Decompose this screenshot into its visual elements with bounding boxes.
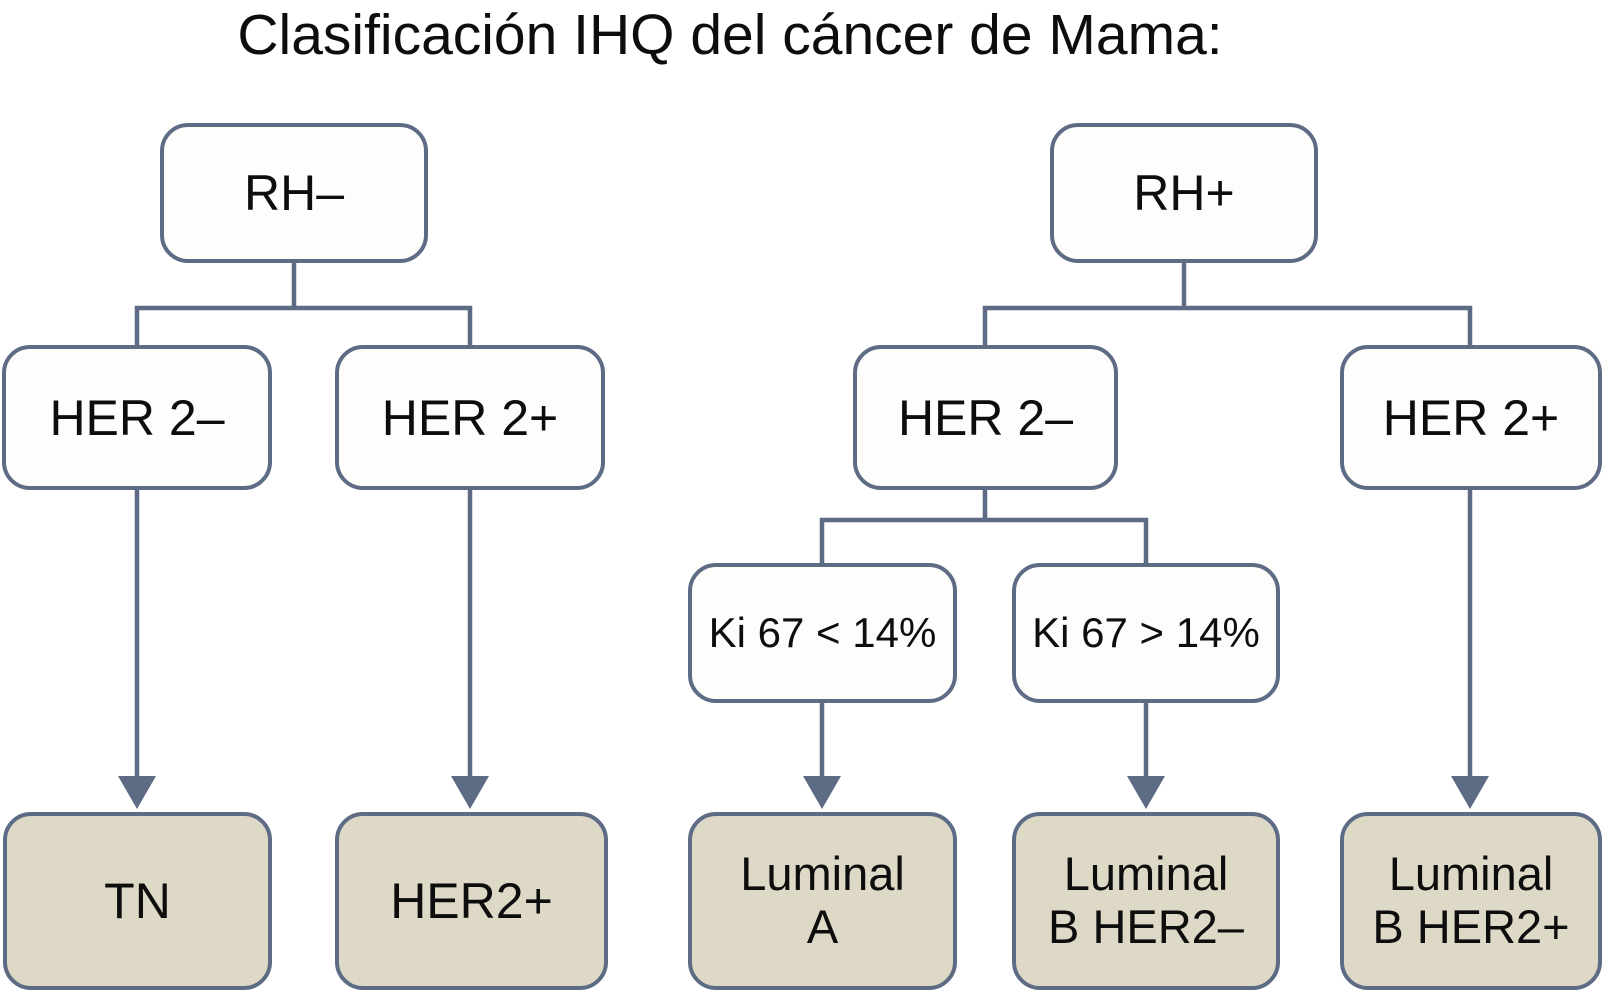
node-rh-negative: RH– [160, 123, 428, 263]
node-label: Ki 67 > 14% [1032, 609, 1260, 657]
node-label: HER 2– [49, 389, 225, 446]
node-label: HER2+ [390, 873, 553, 929]
leaf-her2-positive: HER2+ [335, 812, 608, 990]
leaf-triple-negative: TN [3, 812, 272, 990]
node-label-line2: A [806, 900, 839, 953]
connector-rh-pos-split [982, 263, 1473, 345]
node-label: HER 2+ [381, 389, 559, 446]
leaf-luminal-b-her2-positive: Luminal B HER2+ [1340, 812, 1602, 990]
node-her2-negative-right: HER 2– [853, 345, 1118, 490]
node-her2-negative-left: HER 2– [2, 345, 272, 490]
node-label-line1: Luminal [1388, 847, 1554, 901]
node-label: HER 2– [897, 389, 1074, 446]
node-label: TN [104, 873, 171, 929]
leaf-luminal-b-her2-negative: Luminal B HER2– [1012, 812, 1280, 990]
arrow-to-her2-pos-leaf [451, 490, 489, 809]
node-label: HER 2+ [1382, 389, 1560, 446]
node-ki67-below-14pct: Ki 67 < 14% [688, 563, 957, 703]
connector-her2-neg-split [819, 490, 1149, 563]
leaf-luminal-a: Luminal A [688, 812, 957, 990]
node-her2-positive-right: HER 2+ [1340, 345, 1602, 490]
arrow-to-luminal-b-her2-neg [1127, 703, 1165, 809]
connector-rh-neg-split [134, 263, 473, 345]
node-label-line1: Luminal [740, 847, 905, 901]
node-rh-positive: RH+ [1050, 123, 1318, 263]
node-her2-positive-left: HER 2+ [335, 345, 605, 490]
arrow-to-luminal-b-her2-pos [1451, 490, 1489, 809]
node-label: Ki 67 < 14% [708, 609, 937, 657]
node-ki67-above-14pct: Ki 67 > 14% [1012, 563, 1280, 703]
node-label: RH– [243, 165, 345, 221]
arrow-to-luminal-a [803, 703, 841, 809]
node-label-line2: B HER2+ [1372, 900, 1570, 953]
node-label: RH+ [1133, 165, 1235, 221]
node-label-line1: Luminal [1063, 847, 1229, 901]
page-title: Clasificación IHQ del cáncer de Mama: [237, 3, 1223, 67]
arrow-to-tn [118, 490, 156, 809]
node-label-line2: B HER2– [1048, 900, 1244, 953]
